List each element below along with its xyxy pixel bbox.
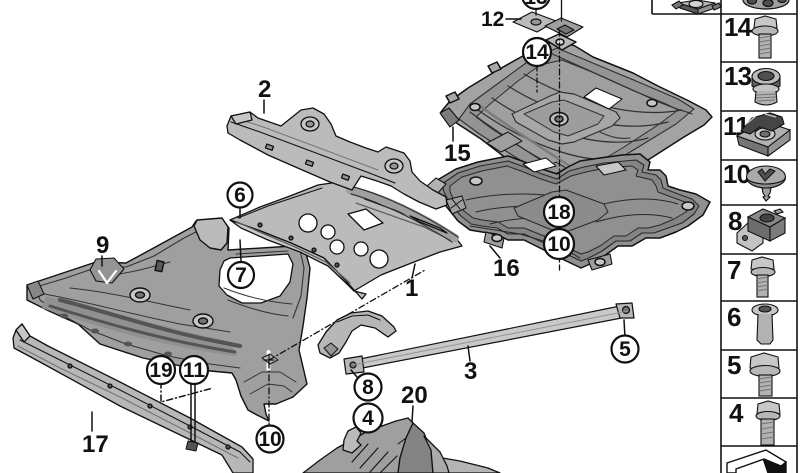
svg-text:17: 17 (82, 431, 109, 458)
svg-text:3: 3 (464, 358, 477, 385)
svg-text:5: 5 (619, 338, 631, 361)
svg-text:4: 4 (729, 398, 744, 428)
svg-text:15: 15 (444, 140, 471, 167)
svg-text:13: 13 (724, 61, 752, 91)
svg-text:14: 14 (724, 12, 753, 42)
svg-text:1: 1 (405, 275, 418, 302)
svg-text:20: 20 (401, 382, 428, 409)
svg-text:14: 14 (525, 41, 549, 64)
svg-text:7: 7 (727, 255, 741, 285)
svg-text:10: 10 (258, 428, 281, 451)
svg-text:7: 7 (235, 264, 247, 287)
svg-text:18: 18 (547, 201, 571, 224)
svg-text:5: 5 (727, 350, 741, 380)
svg-text:10: 10 (723, 159, 751, 189)
svg-text:6: 6 (234, 184, 246, 207)
svg-text:11: 11 (183, 359, 206, 382)
svg-text:2: 2 (258, 76, 271, 103)
svg-text:8: 8 (362, 376, 374, 399)
svg-text:10: 10 (547, 233, 570, 256)
svg-text:12: 12 (481, 8, 504, 31)
svg-text:16: 16 (493, 255, 520, 282)
svg-text:6: 6 (727, 302, 741, 332)
svg-text:9: 9 (96, 232, 109, 259)
svg-text:19: 19 (149, 359, 172, 382)
svg-text:13: 13 (524, 0, 547, 9)
svg-text:4: 4 (362, 407, 374, 430)
svg-text:8: 8 (728, 206, 742, 236)
